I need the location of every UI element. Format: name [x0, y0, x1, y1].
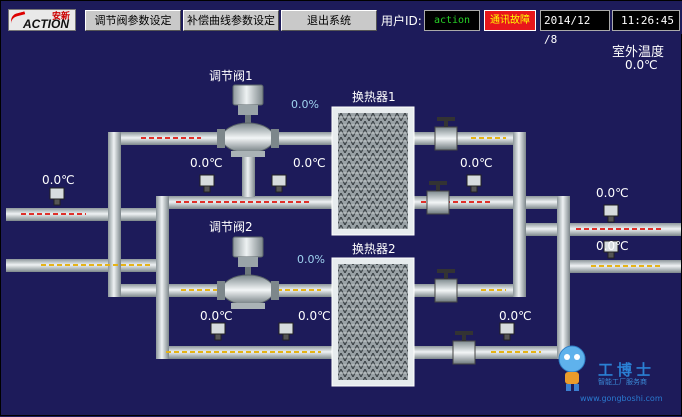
logo-en-text: ACTION	[23, 17, 69, 31]
curve-params-button[interactable]: 补偿曲线参数设定	[183, 10, 279, 31]
temp-sensor-right-bottom-icon	[603, 240, 619, 259]
company-logo: 安新 ACTION	[8, 9, 76, 32]
regulating-valve-2[interactable]	[217, 236, 279, 309]
gate-valve-hx1-bottom[interactable]	[426, 181, 450, 215]
hx1-out-temp-value: 0.0℃	[460, 156, 493, 170]
temp-sensor-v1-right-icon	[271, 174, 287, 193]
v1-left-temp-value: 0.0℃	[190, 156, 223, 170]
inlet-temp-value: 0.0℃	[42, 173, 75, 187]
user-id-field[interactable]: action	[424, 10, 480, 31]
flow-arrows-yellow	[41, 137, 661, 353]
temp-sensor-v1-left-icon	[199, 174, 215, 193]
heat-exchanger-2-label: 换热器2	[352, 242, 396, 256]
valve-2-label: 调节阀2	[209, 220, 253, 234]
comm-fault-alarm[interactable]: 通讯故障	[484, 10, 536, 31]
temp-sensor-v2-left-icon	[210, 322, 226, 341]
date-display: 2014/12 /8	[540, 10, 610, 46]
gate-valve-hx2-bottom[interactable]	[452, 331, 476, 365]
v1-right-temp-value: 0.0℃	[293, 156, 326, 170]
watermark-text: 工博士	[598, 361, 656, 379]
watermark-url: www.gongboshi.com	[580, 394, 663, 403]
temp-sensor-right-top-icon	[603, 204, 619, 223]
valve-2-opening: 0.0%	[297, 253, 325, 266]
time-display: 11:26:45	[612, 10, 680, 31]
outdoor-temp-label: 室外温度	[612, 45, 665, 60]
watermark: 工博士 智能工厂服务商 www.gongboshi.com	[552, 339, 680, 413]
toolbar: 安新 ACTION 调节阀参数设定 补偿曲线参数设定 退出系统 用户ID: ac…	[1, 1, 682, 46]
valve-1-opening: 0.0%	[291, 98, 319, 111]
temp-sensor-v2-right-icon	[278, 322, 294, 341]
logo-cn-text: 安新	[51, 12, 70, 22]
heat-exchanger-1[interactable]	[331, 106, 415, 236]
right-bottom-temp-value: 0.0℃	[596, 239, 629, 253]
right-top-temp-value: 0.0℃	[596, 186, 629, 200]
valve-params-button[interactable]: 调节阀参数设定	[85, 10, 181, 31]
outdoor-temp-value: 0.0℃	[625, 58, 658, 72]
exit-system-button[interactable]: 退出系统	[281, 10, 377, 31]
watermark-subtitle: 智能工厂服务商	[598, 378, 647, 386]
temp-sensor-hx1-out-icon	[466, 174, 482, 193]
valve-1-label: 调节阀1	[209, 69, 253, 83]
v2-right-temp-value: 0.0℃	[298, 309, 331, 323]
heat-exchanger-2[interactable]	[331, 257, 415, 387]
temp-sensor-inlet-icon	[49, 187, 65, 206]
v2-left-temp-value: 0.0℃	[200, 309, 233, 323]
regulating-valve-1[interactable]	[217, 84, 279, 157]
user-id-label: 用户ID:	[381, 14, 422, 28]
heat-exchanger-1-label: 换热器1	[352, 90, 396, 104]
mascot-icon	[558, 345, 586, 391]
gate-valve-hx2-top[interactable]	[434, 269, 458, 303]
temp-sensor-hx2-out-icon	[499, 322, 515, 341]
hx2-out-temp-value: 0.0℃	[499, 309, 532, 323]
gate-valve-hx1-top[interactable]	[434, 117, 458, 151]
